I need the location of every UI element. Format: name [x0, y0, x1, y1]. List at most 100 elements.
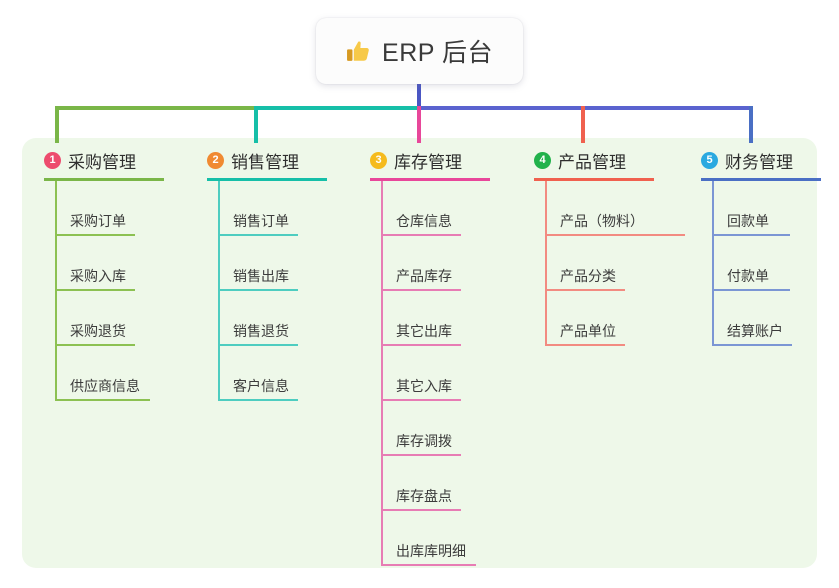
column-header[interactable]: 4 产品管理 — [534, 148, 654, 172]
leaf-label: 产品分类 — [560, 268, 616, 284]
column-badge: 2 — [207, 151, 224, 169]
column-header[interactable]: 5 财务管理 — [701, 148, 821, 172]
leaf-label: 其它出库 — [396, 323, 452, 339]
leaf-rule — [381, 564, 476, 566]
leaf-node[interactable]: 客户信息 — [207, 346, 327, 401]
column-title: 财务管理 — [725, 152, 793, 172]
column-badge: 3 — [370, 151, 387, 169]
leaf-node[interactable]: 销售订单 — [207, 181, 327, 236]
column-items: 回款单付款单结算账户 — [701, 181, 821, 346]
leaf-node[interactable]: 仓库信息 — [370, 181, 490, 236]
drop-line-2 — [254, 106, 258, 143]
leaf-rule — [712, 344, 792, 346]
column-rule — [534, 178, 654, 181]
leaf-rule — [218, 289, 298, 291]
leaf-rule — [381, 289, 461, 291]
leaf-rule — [55, 234, 135, 236]
column-header[interactable]: 2 销售管理 — [207, 148, 327, 172]
leaf-node[interactable]: 其它入库 — [370, 346, 490, 401]
column-finance: 5 财务管理 回款单付款单结算账户 — [701, 148, 821, 346]
column-inventory: 3 库存管理 仓库信息产品库存其它出库其它入库库存调拨库存盘点出库库明细 — [370, 148, 490, 566]
column-items: 仓库信息产品库存其它出库其它入库库存调拨库存盘点出库库明细 — [370, 181, 490, 566]
leaf-rule — [545, 344, 625, 346]
leaf-label: 采购订单 — [70, 213, 126, 229]
bus-line-green — [55, 106, 256, 110]
leaf-node[interactable]: 销售退货 — [207, 291, 327, 346]
column-header[interactable]: 3 库存管理 — [370, 148, 490, 172]
leaf-rule — [218, 399, 298, 401]
leaf-label: 库存盘点 — [396, 488, 452, 504]
column-title: 产品管理 — [558, 152, 626, 172]
leaf-label: 结算账户 — [727, 323, 783, 339]
leaf-label: 付款单 — [727, 268, 769, 284]
leaf-rule — [55, 399, 150, 401]
leaf-rule — [55, 344, 135, 346]
leaf-node[interactable]: 库存调拨 — [370, 401, 490, 456]
leaf-label: 销售退货 — [233, 323, 289, 339]
leaf-node[interactable]: 其它出库 — [370, 291, 490, 346]
column-title: 销售管理 — [231, 152, 299, 172]
leaf-node[interactable]: 销售出库 — [207, 236, 327, 291]
leaf-label: 其它入库 — [396, 378, 452, 394]
column-sales: 2 销售管理 销售订单销售出库销售退货客户信息 — [207, 148, 327, 401]
leaf-rule — [381, 344, 461, 346]
leaf-label: 采购退货 — [70, 323, 126, 339]
leaf-label: 客户信息 — [233, 378, 289, 394]
content-panel — [22, 138, 817, 568]
leaf-label: 回款单 — [727, 213, 769, 229]
column-product: 4 产品管理 产品（物料） 产品分类产品单位 — [534, 148, 685, 346]
leaf-label: 销售订单 — [233, 213, 289, 229]
column-purchasing: 1 采购管理 采购订单采购入库采购退货供应商信息 — [44, 148, 164, 401]
leaf-node[interactable]: 产品库存 — [370, 236, 490, 291]
leaf-label: 产品（物料） — [560, 213, 644, 229]
leaf-node[interactable]: 库存盘点 — [370, 456, 490, 511]
leaf-node[interactable]: 出库库明细 — [370, 511, 490, 566]
leaf-rule — [381, 509, 461, 511]
column-title: 库存管理 — [394, 152, 462, 172]
leaf-rule — [218, 344, 298, 346]
leaf-label: 采购入库 — [70, 268, 126, 284]
leaf-label: 库存调拨 — [396, 433, 452, 449]
leaf-rule — [55, 289, 135, 291]
thumbs-up-icon — [346, 39, 371, 64]
leaf-node[interactable]: 产品单位 — [534, 291, 654, 346]
root-stem-line — [417, 82, 421, 108]
drop-line-3 — [417, 106, 421, 143]
bus-line-teal — [254, 106, 420, 110]
column-rule — [701, 178, 821, 181]
column-rule — [207, 178, 327, 181]
column-badge: 1 — [44, 151, 61, 169]
leaf-rule — [712, 234, 790, 236]
column-rule — [44, 178, 164, 181]
column-badge: 5 — [701, 151, 718, 169]
column-header[interactable]: 1 采购管理 — [44, 148, 164, 172]
leaf-node[interactable]: 结算账户 — [701, 291, 821, 346]
root-title: ERP 后台 — [382, 39, 493, 67]
leaf-label: 出库库明细 — [396, 543, 466, 559]
leaf-node[interactable]: 采购退货 — [44, 291, 164, 346]
column-spine — [712, 181, 714, 346]
leaf-label: 产品单位 — [560, 323, 616, 339]
leaf-node[interactable]: 产品分类 — [534, 236, 654, 291]
leaf-node[interactable]: 付款单 — [701, 236, 821, 291]
column-badge: 4 — [534, 151, 551, 169]
column-items: 产品（物料） 产品分类产品单位 — [534, 181, 685, 346]
column-spine — [545, 181, 547, 346]
drop-line-1 — [55, 106, 59, 143]
leaf-label: 销售出库 — [233, 268, 289, 284]
leaf-node[interactable]: 回款单 — [701, 181, 821, 236]
leaf-rule — [712, 289, 790, 291]
leaf-node[interactable]: 供应商信息 — [44, 346, 164, 401]
drop-line-4 — [581, 106, 585, 143]
leaf-label: 供应商信息 — [70, 378, 140, 394]
column-items: 采购订单采购入库采购退货供应商信息 — [44, 181, 164, 401]
column-spine — [381, 181, 383, 566]
leaf-rule — [381, 399, 461, 401]
column-spine — [218, 181, 220, 401]
leaf-node[interactable]: 产品（物料） — [534, 181, 685, 236]
leaf-label: 仓库信息 — [396, 213, 452, 229]
leaf-node[interactable]: 采购订单 — [44, 181, 164, 236]
leaf-node[interactable]: 采购入库 — [44, 236, 164, 291]
root-node-card[interactable]: ERP 后台 — [316, 18, 523, 84]
column-title: 采购管理 — [68, 152, 136, 172]
